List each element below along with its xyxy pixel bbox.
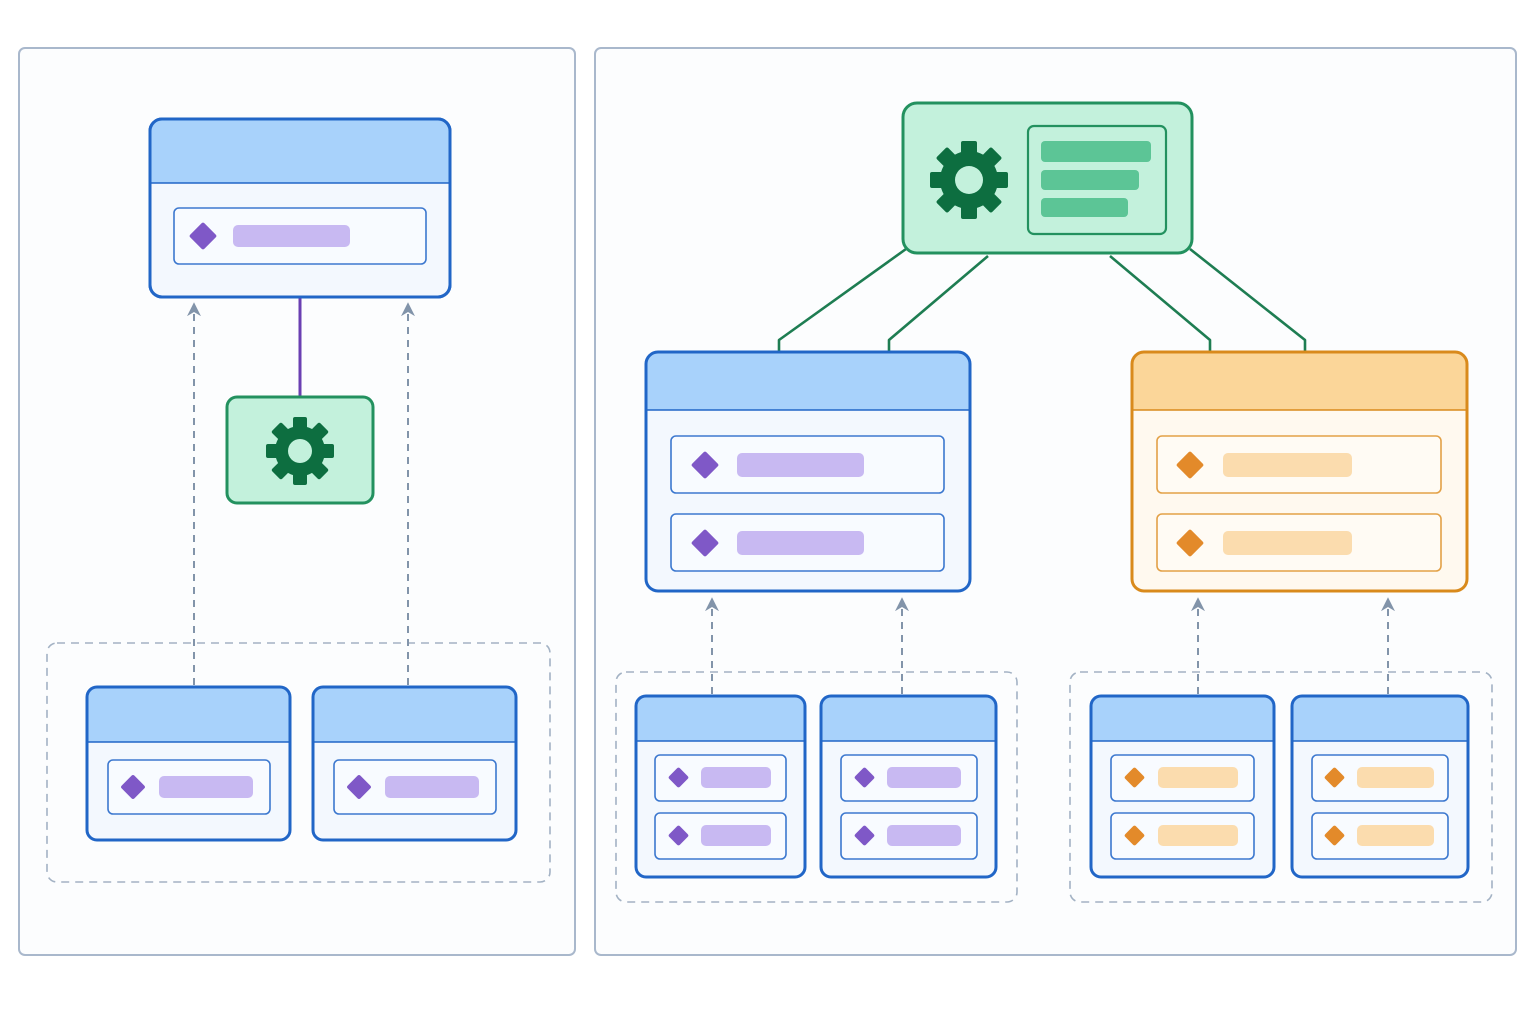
diamond-icon — [1124, 825, 1145, 846]
item-label-bar — [737, 453, 864, 477]
item-label-bar — [1158, 825, 1238, 846]
item-label-bar — [737, 531, 864, 555]
diamond-icon — [189, 222, 217, 250]
list-item — [333, 759, 497, 815]
card-header — [646, 352, 970, 410]
card-header — [313, 687, 516, 742]
config-node — [901, 101, 1194, 255]
left-source-group — [46, 642, 551, 883]
config-line-3 — [1041, 198, 1128, 217]
diamond-icon — [854, 767, 875, 788]
blue-target-card — [644, 350, 972, 593]
list-item — [1110, 812, 1255, 860]
left-target-card — [148, 117, 452, 299]
blue-source-card-1 — [634, 694, 807, 879]
item-label-bar — [701, 825, 771, 846]
list-item — [1156, 513, 1442, 572]
diamond-icon — [1324, 767, 1345, 788]
list-item — [107, 759, 271, 815]
diamond-icon — [121, 775, 145, 799]
card-header — [87, 687, 290, 742]
item-label-bar — [1223, 453, 1352, 477]
gear-icon — [930, 141, 1008, 219]
left-gear-node — [225, 395, 375, 505]
diamond-icon — [668, 767, 689, 788]
card-header — [1132, 352, 1467, 410]
list-item — [1311, 754, 1449, 802]
item-label-bar — [159, 776, 253, 798]
item-label-bar — [385, 776, 479, 798]
right-dashed-arrows — [705, 597, 1395, 694]
orange-source-card-2 — [1290, 694, 1470, 879]
item-label-bar — [233, 225, 350, 247]
card-header — [150, 119, 450, 183]
orange-source-card-1 — [1089, 694, 1276, 879]
diamond-icon — [1176, 529, 1204, 557]
item-label-bar — [701, 767, 771, 788]
list-item — [670, 435, 945, 494]
left-dashed-arrows — [187, 302, 415, 685]
item-label-bar — [1223, 531, 1352, 555]
diamond-icon — [1176, 451, 1204, 479]
left-source-card-1 — [85, 685, 292, 842]
diamond-icon — [691, 451, 719, 479]
diamond-icon — [668, 825, 689, 846]
list-item — [654, 754, 787, 802]
left-source-card-2 — [311, 685, 518, 842]
card-header — [821, 696, 996, 741]
item-label-bar — [887, 767, 961, 788]
list-item — [654, 812, 787, 860]
right-orange-source-group — [1069, 671, 1493, 903]
config-text-block — [1026, 124, 1168, 236]
diamond-icon — [691, 529, 719, 557]
item-label-bar — [1357, 767, 1434, 788]
list-item — [840, 812, 978, 860]
gear-icon — [266, 417, 334, 485]
right-blue-source-group — [615, 671, 1018, 903]
list-item — [1156, 435, 1442, 494]
config-line-1 — [1041, 141, 1151, 162]
diamond-icon — [1324, 825, 1345, 846]
orange-target-card — [1130, 350, 1469, 593]
item-label-bar — [1357, 825, 1434, 846]
list-item — [173, 207, 427, 265]
config-line-2 — [1041, 170, 1139, 190]
card-header — [636, 696, 805, 741]
diamond-icon — [1124, 767, 1145, 788]
blue-source-card-2 — [819, 694, 998, 879]
card-header — [1292, 696, 1468, 741]
list-item — [1110, 754, 1255, 802]
list-item — [670, 513, 945, 572]
diamond-icon — [854, 825, 875, 846]
list-item — [840, 754, 978, 802]
diamond-icon — [347, 775, 371, 799]
list-item — [1311, 812, 1449, 860]
card-header — [1091, 696, 1274, 741]
item-label-bar — [887, 825, 961, 846]
item-label-bar — [1158, 767, 1238, 788]
